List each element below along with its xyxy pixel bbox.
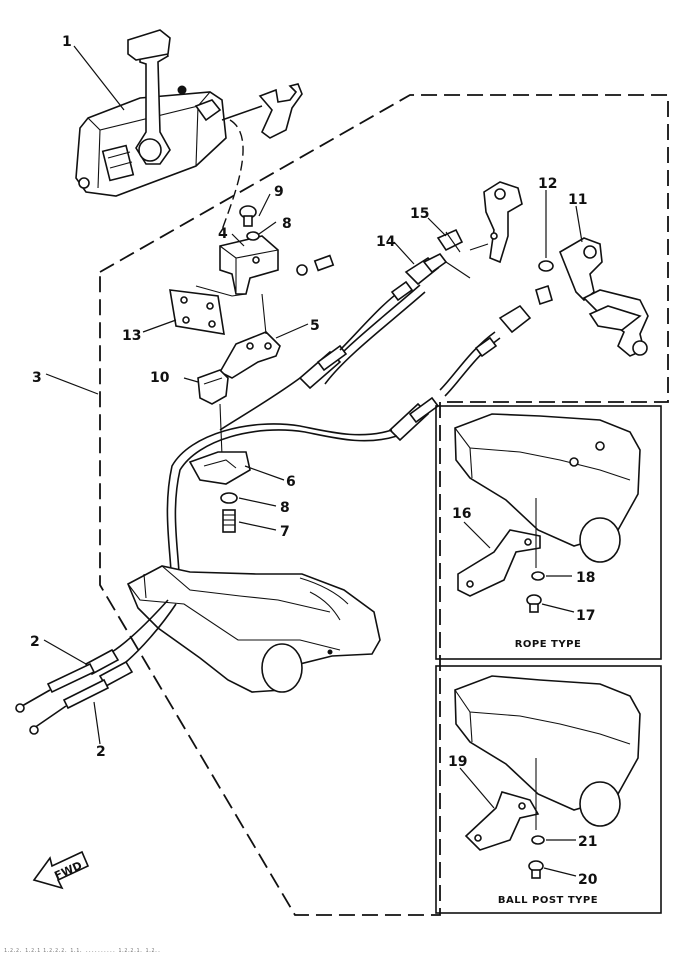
clamp-part-6 xyxy=(188,451,251,485)
bolt-part-17 xyxy=(526,594,542,613)
ball-post-cowling xyxy=(454,675,641,827)
rope-type-inset xyxy=(435,405,662,660)
plate-part-13 xyxy=(169,285,247,335)
leader-lines xyxy=(43,45,583,877)
callout-21: 21 xyxy=(578,834,597,850)
callout-19: 19 xyxy=(448,754,467,770)
callout-3: 3 xyxy=(32,370,42,386)
rope-type-cowling xyxy=(454,413,641,563)
washer-part-21 xyxy=(531,835,545,845)
cable-ends xyxy=(15,599,177,735)
callout-4: 4 xyxy=(218,226,228,242)
lever-part-11 xyxy=(559,237,649,357)
bolt-part-20 xyxy=(528,860,544,879)
callout-14: 14 xyxy=(376,234,396,250)
washer-part-8-lower xyxy=(220,492,238,504)
footer-text: 1.2.2. 1.2.1 1.2.2.2. 1.1. .......... 1.… xyxy=(4,948,161,954)
clip-part-15 xyxy=(436,228,464,253)
callout-17: 17 xyxy=(576,608,595,624)
callout-7: 7 xyxy=(280,524,290,540)
clamp-part-10 xyxy=(197,369,229,457)
ball-post-type-caption: BALL POST TYPE xyxy=(498,895,598,906)
nut-and-screw xyxy=(296,254,335,276)
remote-control-box xyxy=(75,29,303,197)
callout-8-upper: 8 xyxy=(282,216,292,232)
callout-8-lower: 8 xyxy=(280,500,290,516)
assembly-boundary xyxy=(99,94,669,916)
washer-part-12 xyxy=(538,260,554,272)
rope-type-caption: ROPE TYPE xyxy=(515,639,582,650)
callout-12: 12 xyxy=(538,176,557,192)
bottom-cowling xyxy=(126,565,381,693)
callout-2-upper: 2 xyxy=(30,634,40,650)
fwd-direction-arrow: FWD xyxy=(32,850,90,890)
bracket-part-5 xyxy=(218,293,281,379)
bolt-part-9 xyxy=(239,205,257,227)
callout-numbers: 1 2 2 3 4 5 6 7 8 8 9 10 11 12 13 14 15 … xyxy=(30,34,598,888)
bracket-part-4 xyxy=(219,235,279,295)
callout-2-lower: 2 xyxy=(96,744,106,760)
washer-part-18 xyxy=(531,571,545,581)
callout-13: 13 xyxy=(122,328,141,344)
callout-11: 11 xyxy=(568,192,587,208)
callout-6: 6 xyxy=(286,474,296,490)
rope-bracket-part-16 xyxy=(457,498,541,597)
callout-10: 10 xyxy=(150,370,170,386)
control-cables xyxy=(166,119,501,603)
throttle-linkage xyxy=(469,181,553,334)
callout-18: 18 xyxy=(576,570,595,586)
ball-post-bracket-part-19 xyxy=(464,758,540,851)
ball-post-type-inset xyxy=(435,665,662,914)
callout-9: 9 xyxy=(274,184,284,200)
callout-20: 20 xyxy=(578,872,598,888)
cable-joint-part-14 xyxy=(404,252,471,286)
callout-15: 15 xyxy=(410,206,429,222)
bolt-part-7 xyxy=(222,509,236,533)
washer-part-8-upper xyxy=(246,231,260,241)
callout-1: 1 xyxy=(62,34,72,50)
callout-16: 16 xyxy=(452,506,471,522)
callout-5: 5 xyxy=(310,318,320,334)
